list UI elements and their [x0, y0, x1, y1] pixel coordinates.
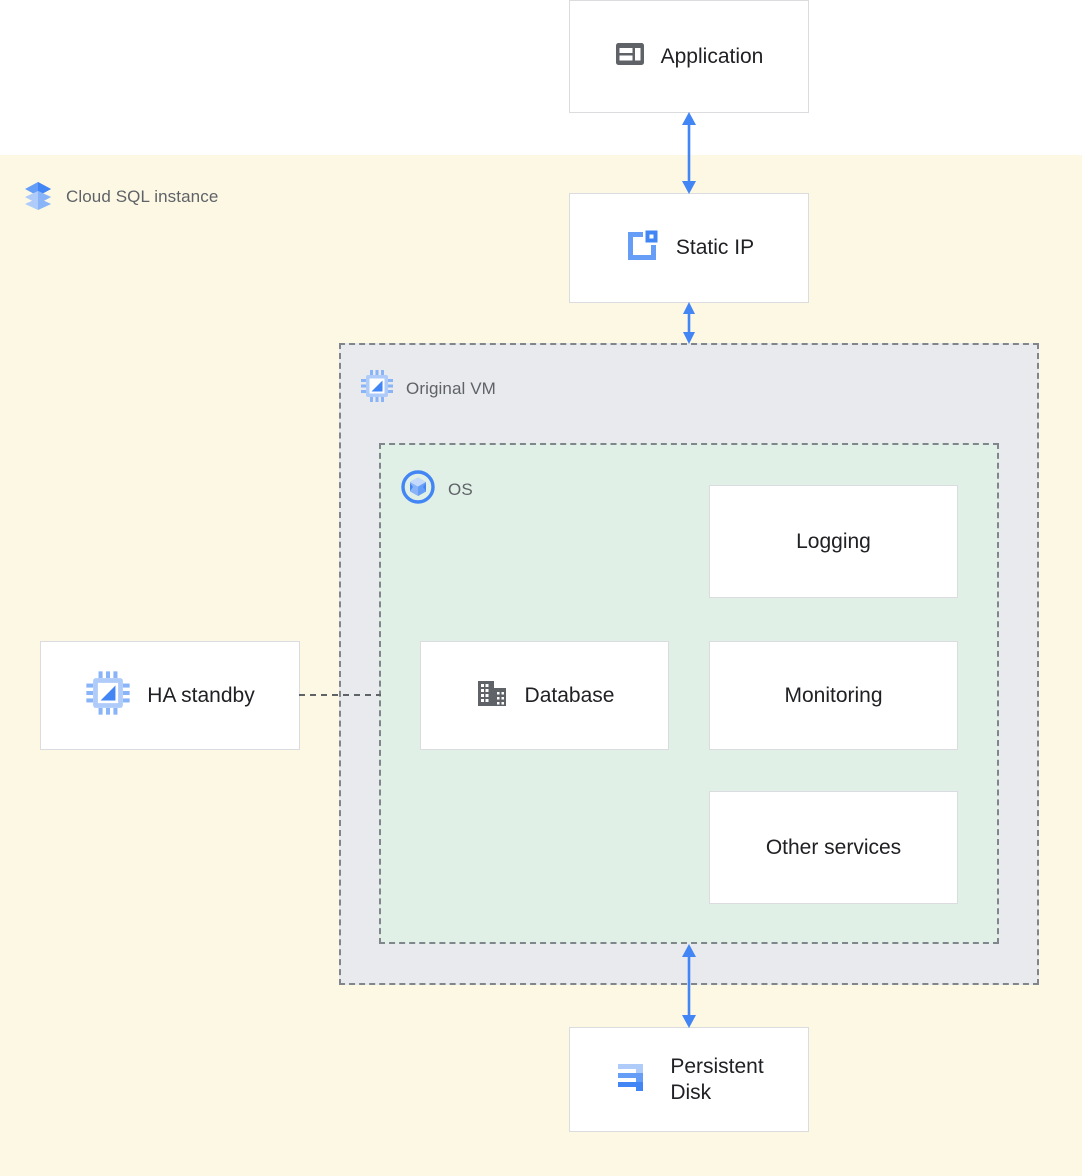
cloud-sql-icon — [22, 178, 54, 215]
node-database[interactable]: Database — [420, 641, 669, 750]
application-window-icon — [615, 39, 645, 74]
node-label: Static IP — [675, 236, 755, 260]
os-icon — [400, 469, 436, 510]
region-label-text: Original VM — [406, 378, 496, 398]
persistent-disk-icon — [614, 1057, 654, 1102]
static-ip-icon — [624, 228, 660, 269]
node-application[interactable]: Application — [569, 0, 809, 113]
node-label: Application — [660, 44, 764, 68]
node-other-services[interactable]: Other services — [709, 791, 958, 904]
node-label: Monitoring — [784, 683, 883, 707]
node-ha-standby[interactable]: HA standby — [40, 641, 300, 750]
node-label: HA standby — [147, 683, 255, 707]
node-label: Logging — [796, 529, 871, 553]
connector-application-to-static-ip — [673, 112, 705, 194]
node-label: Database — [524, 683, 615, 707]
node-static-ip[interactable]: Static IP — [569, 193, 809, 303]
node-label: Persistent Disk — [670, 1054, 764, 1104]
connector-ha-standby-to-database — [299, 686, 381, 704]
region-label-text: OS — [448, 479, 473, 499]
database-building-icon — [475, 676, 509, 715]
region-label-original-vm: Original VM — [360, 369, 496, 408]
node-logging[interactable]: Logging — [709, 485, 958, 598]
vm-chip-icon — [360, 369, 394, 408]
node-persistent-disk[interactable]: Persistent Disk — [569, 1027, 809, 1132]
node-monitoring[interactable]: Monitoring — [709, 641, 958, 750]
region-label-text: Cloud SQL instance — [66, 186, 219, 206]
node-label: Other services — [765, 835, 902, 859]
connector-static-ip-to-original-vm — [673, 302, 705, 344]
vm-chip-icon — [85, 670, 131, 721]
region-label-os: OS — [400, 469, 473, 510]
connector-os-to-persistent-disk — [673, 944, 705, 1028]
region-label-cloud-sql: Cloud SQL instance — [22, 178, 218, 215]
